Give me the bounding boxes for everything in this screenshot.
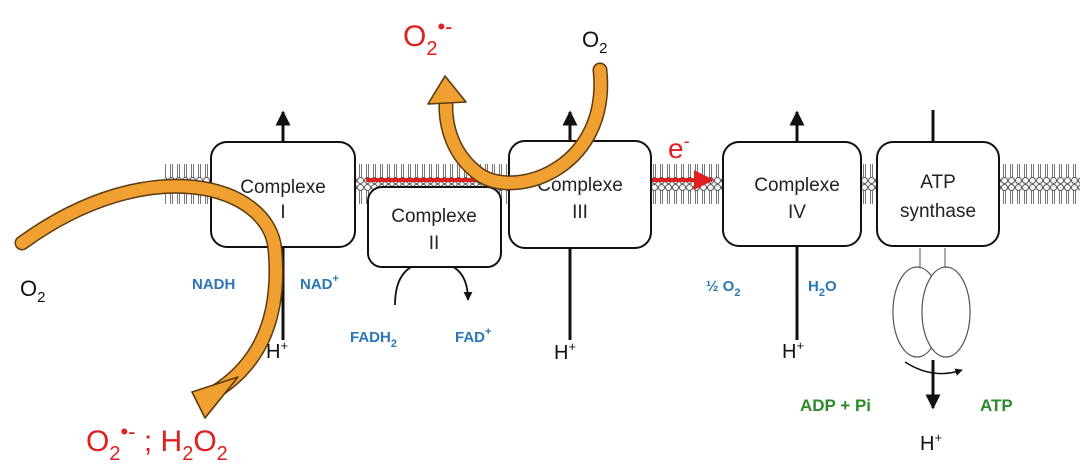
electron-label: e- [668,131,690,164]
superoxide-label-top: O2•- [403,14,453,60]
complex-4: Complexe IV [722,141,862,247]
complex-3-label-line1: Complexe [537,175,623,196]
atp-label: ATP [980,396,1013,415]
oxygen-label-left: O2 [20,276,45,306]
fadh2-label: FADH2 [350,329,397,350]
atp-synthase: ATP synthase [876,141,1000,247]
ros-arrow-complex-3 [427,62,609,191]
proton-label-atp-synthase: H+ [920,430,942,455]
ros-label-bottom: O2•- ; H2O2 [86,419,228,465]
water-label: H2O [808,278,837,299]
adp-pi-label: ADP + Pi [800,396,871,415]
proton-label-complex-4: H+ [782,338,804,363]
complex-1-label-line2: I [280,202,285,223]
complex-1-label-line1: Complexe [240,177,326,198]
complex-2: Complexe II [367,186,502,268]
atp-synthase-label-line2: synthase [900,201,976,222]
complex-4-label-line1: Complexe [754,175,840,196]
atp-synthase-label-line1: ATP [920,172,956,193]
complex-3-label-line2: III [572,202,588,223]
complex-2-label-line2: II [429,233,440,254]
nadh-label: NADH [192,276,235,293]
proton-label-complex-1: H+ [266,338,288,363]
atp-synthase-f1-right [921,266,971,358]
complex-4-label-line2: IV [788,202,806,223]
complex-1: Complexe I [210,141,356,248]
half-oxygen-label: ½ O2 [706,278,740,299]
ros-arrow-complex-1 [14,178,284,419]
fad-label: FAD+ [455,326,491,346]
oxygen-label-top: O2 [582,27,607,57]
fadh2-conversion-arrow [394,261,473,306]
proton-label-complex-3: H+ [554,339,576,364]
nad-label: NAD+ [300,273,339,293]
atp-production-arrow [904,361,963,376]
complex-2-label-line1: Complexe [391,206,477,227]
